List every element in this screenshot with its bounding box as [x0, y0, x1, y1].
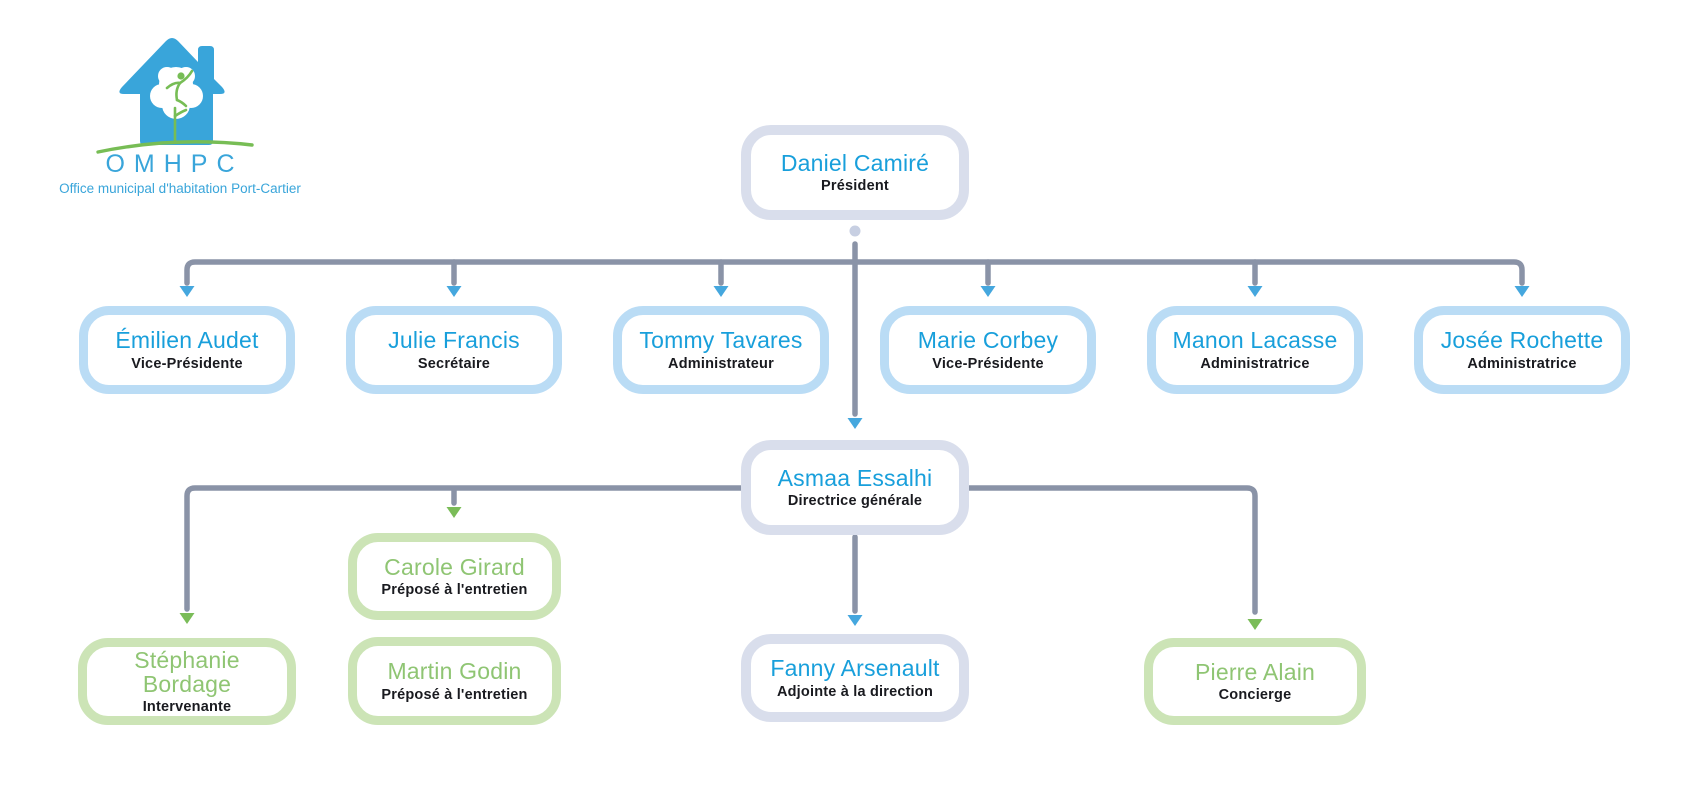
- org-node-daniel-camire: Daniel Camiré Président: [741, 125, 969, 220]
- person-title: Vice-Présidente: [932, 355, 1044, 372]
- logo-acronym: OMHPC: [105, 150, 244, 178]
- person-name: Pierre Alain: [1194, 658, 1316, 685]
- connector-left-branch: [184, 485, 744, 612]
- connector-dot: [849, 225, 861, 237]
- person-name: Tommy Tavares: [639, 327, 803, 354]
- person-title: Adjointe à la direction: [776, 683, 934, 700]
- person-name: Martin Godin: [387, 658, 522, 685]
- person-title: Vice-Présidente: [131, 355, 243, 372]
- org-node-josee-rochette: Josée Rochette Administratrice: [1414, 306, 1630, 394]
- org-node-fanny-arsenault: Fanny Arsenault Adjointe à la direction: [741, 634, 969, 722]
- person-name: Carole Girard: [384, 553, 525, 580]
- person-name: Josée Rochette: [1440, 327, 1604, 354]
- org-node-emilien-audet: Émilien Audet Vice-Présidente: [79, 306, 295, 394]
- org-node-stephanie-bordage: Stéphanie Bordage Intervenante: [78, 638, 296, 725]
- arrow-down-icon: [1514, 286, 1530, 297]
- person-title: Administratrice: [1200, 355, 1310, 372]
- person-name: Julie Francis: [388, 327, 520, 354]
- org-node-marie-corbey: Marie Corbey Vice-Présidente: [880, 306, 1096, 394]
- person-name: Stéphanie Bordage: [134, 646, 240, 697]
- person-name: Fanny Arsenault: [770, 655, 940, 682]
- person-title: Intervenante: [142, 699, 232, 716]
- arrow-down-icon: [1247, 619, 1263, 630]
- arrow-down-icon: [179, 613, 195, 624]
- person-title: Administratrice: [1467, 355, 1577, 372]
- arrow-down-icon: [847, 615, 863, 626]
- connector-board-rail: [184, 259, 1525, 286]
- org-node-martin-godin: Martin Godin Préposé à l'entretien: [348, 637, 561, 725]
- person-name: Daniel Camiré: [780, 149, 930, 176]
- arrow-down-icon: [446, 507, 462, 518]
- arrow-down-icon: [179, 286, 195, 297]
- org-node-carole-girard: Carole Girard Préposé à l'entretien: [348, 533, 561, 620]
- org-node-julie-francis: Julie Francis Secrétaire: [346, 306, 562, 394]
- connector-right-branch: [966, 485, 1258, 615]
- org-node-asmaa-essalhi: Asmaa Essalhi Directrice générale: [741, 440, 969, 535]
- person-title: Concierge: [1218, 687, 1292, 704]
- person-title: Président: [821, 178, 889, 195]
- person-title: Administrateur: [668, 355, 774, 372]
- arrow-down-icon: [446, 286, 462, 297]
- org-node-pierre-alain: Pierre Alain Concierge: [1144, 638, 1366, 725]
- person-name: Asmaa Essalhi: [777, 464, 933, 491]
- person-name: Émilien Audet: [115, 327, 259, 354]
- logo-house-icon: [96, 38, 254, 154]
- arrow-down-icon: [847, 418, 863, 429]
- org-node-manon-lacasse: Manon Lacasse Administratrice: [1147, 306, 1363, 394]
- org-node-tommy-tavares: Tommy Tavares Administrateur: [613, 306, 829, 394]
- person-name: Marie Corbey: [917, 327, 1059, 354]
- person-title: Préposé à l'entretien: [381, 686, 528, 703]
- arrow-down-icon: [713, 286, 729, 297]
- arrow-down-icon: [1247, 286, 1263, 297]
- person-title: Préposé à l'entretien: [381, 582, 528, 599]
- person-name: Manon Lacasse: [1172, 327, 1338, 354]
- person-title: Secrétaire: [417, 355, 491, 372]
- arrow-down-icon: [980, 286, 996, 297]
- person-title: Directrice générale: [787, 493, 923, 510]
- logo-subtitle: Office municipal d'habitation Port-Carti…: [59, 181, 301, 196]
